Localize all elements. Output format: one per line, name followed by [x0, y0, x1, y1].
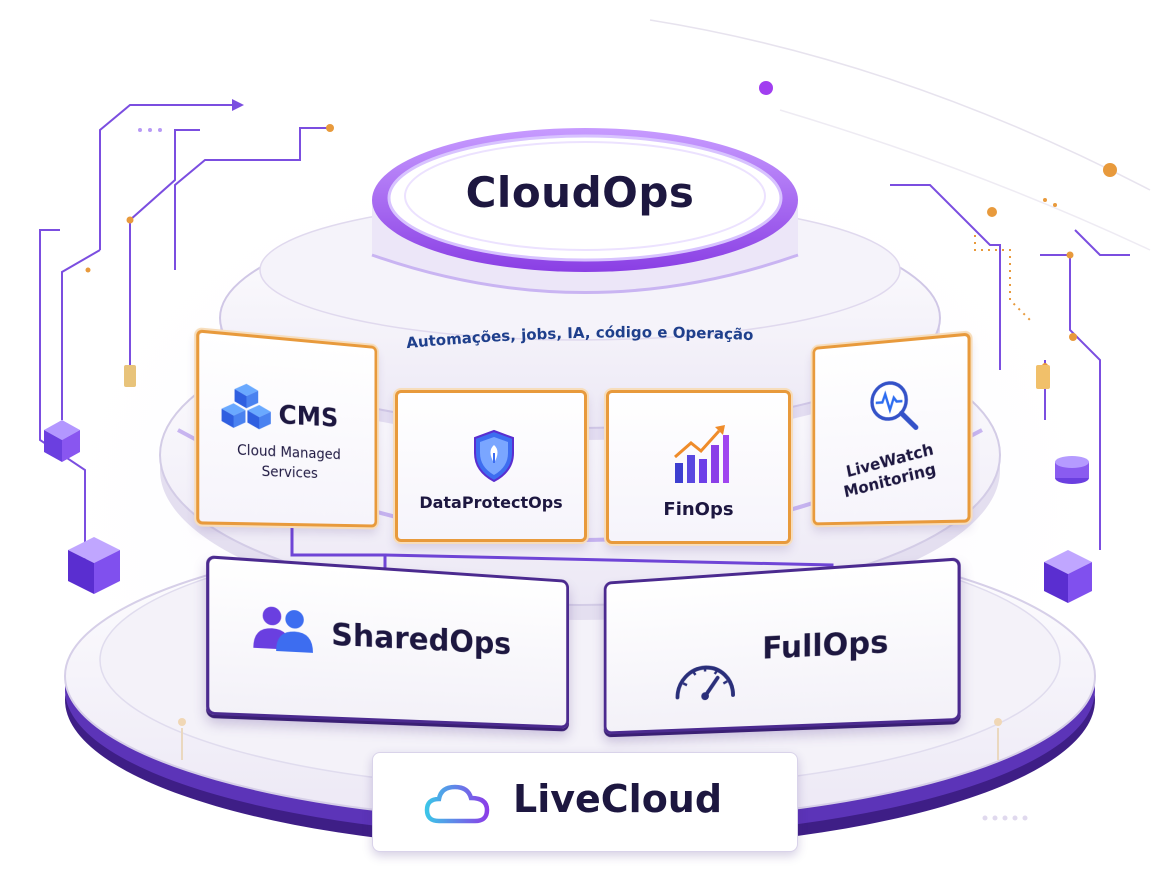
cloud-icon	[424, 784, 490, 824]
fullops-label: FullOps	[762, 624, 889, 667]
cms-label: CMS	[278, 400, 339, 434]
cms-sublabel-line2: Services	[261, 463, 318, 482]
speedometer-icon	[672, 649, 739, 704]
cms-sublabel-line1: Cloud Managed	[237, 442, 341, 464]
base-box-livecloud[interactable]: LiveCloud	[372, 752, 798, 852]
subtitle-text: Automações, jobs, IA, código e Operação	[406, 323, 754, 352]
magnifier-pulse-icon	[866, 374, 921, 436]
service-card-finops[interactable]: FinOps	[606, 390, 791, 544]
sharedops-label: SharedOps	[331, 617, 512, 662]
bar-chart-growth-icon	[674, 425, 729, 483]
left-upper-cube	[44, 420, 80, 462]
svg-text:Automações, jobs, IA, código e: Automações, jobs, IA, código e Operação	[406, 323, 754, 352]
dataprotectops-label: DataProtectOps	[419, 493, 563, 512]
livecloud-label: LiveCloud	[513, 777, 723, 821]
ops-box-fullops[interactable]: FullOps	[603, 557, 961, 735]
cubes-icon	[221, 382, 271, 430]
finops-label: FinOps	[663, 499, 734, 520]
shield-icon	[474, 429, 514, 483]
service-card-livewatch[interactable]: LiveWatch Monitoring	[812, 332, 971, 526]
service-card-dataprotectops[interactable]: DataProtectOps	[395, 390, 587, 542]
diagram-subtitle: Automações, jobs, IA, código e Operação	[406, 323, 754, 352]
service-card-cms[interactable]: CMS Cloud Managed Services	[196, 329, 378, 528]
users-icon	[253, 606, 313, 653]
ops-box-sharedops[interactable]: SharedOps	[206, 555, 569, 729]
diagram-title: CloudOps	[465, 168, 695, 217]
